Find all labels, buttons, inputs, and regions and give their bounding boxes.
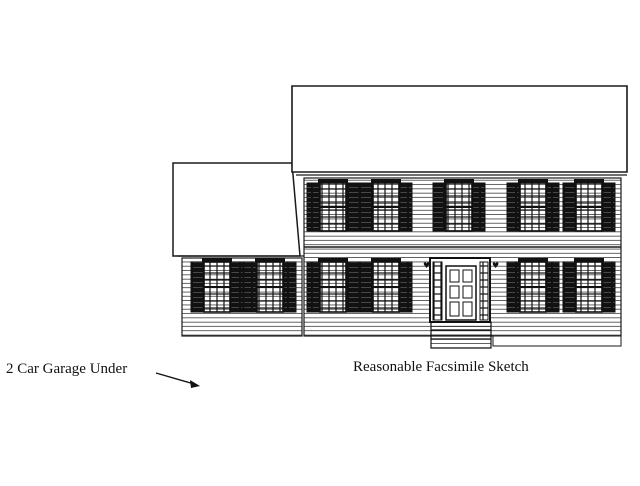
sketch-note: Reasonable Facsimile Sketch — [353, 359, 529, 375]
shutter — [506, 182, 520, 232]
front-door — [445, 265, 477, 321]
windows-group — [190, 179, 616, 313]
window-cap — [574, 258, 604, 262]
window — [562, 258, 616, 313]
window-cap — [574, 179, 604, 183]
window-cap — [518, 258, 548, 262]
shutter — [432, 182, 446, 232]
shutter — [346, 261, 360, 313]
shutter — [506, 261, 520, 313]
window-cap — [518, 179, 548, 183]
front-entry: ♥ ♥ — [423, 257, 499, 349]
window-cap — [318, 258, 348, 262]
shutter — [359, 261, 373, 313]
garage-roof — [172, 162, 301, 257]
svg-text:♥: ♥ — [492, 261, 499, 270]
window-cap — [371, 179, 401, 183]
garage-note: 2 Car Garage Under — [6, 361, 128, 377]
shutter — [602, 182, 616, 232]
window-cap — [318, 179, 348, 183]
window-cap — [371, 258, 401, 262]
foundation — [492, 335, 622, 347]
window — [506, 258, 560, 313]
window-cap — [444, 179, 474, 183]
shutter — [243, 261, 257, 313]
window — [359, 179, 413, 232]
garage-arrow — [155, 372, 200, 388]
shutter — [283, 261, 297, 313]
shutter — [306, 261, 320, 313]
shutter — [546, 261, 560, 313]
shutter — [472, 182, 486, 232]
window — [306, 258, 360, 313]
window — [562, 179, 616, 232]
window — [432, 179, 486, 232]
main-roof — [291, 85, 628, 173]
window-cap — [202, 258, 232, 262]
window — [243, 258, 297, 313]
shutter — [190, 261, 204, 313]
shutter — [230, 261, 244, 313]
shutter — [602, 261, 616, 313]
shutter — [562, 182, 576, 232]
window-cap — [255, 258, 285, 262]
window — [506, 179, 560, 232]
shutter — [306, 182, 320, 232]
window — [359, 258, 413, 313]
shutter — [399, 261, 413, 313]
shutter — [546, 182, 560, 232]
svg-text:♥: ♥ — [423, 261, 430, 270]
window — [306, 179, 360, 232]
entry-steps — [430, 321, 492, 349]
shutter — [399, 182, 413, 232]
window — [190, 258, 244, 313]
shutter — [359, 182, 373, 232]
shutter — [562, 261, 576, 313]
shutter — [346, 182, 360, 232]
